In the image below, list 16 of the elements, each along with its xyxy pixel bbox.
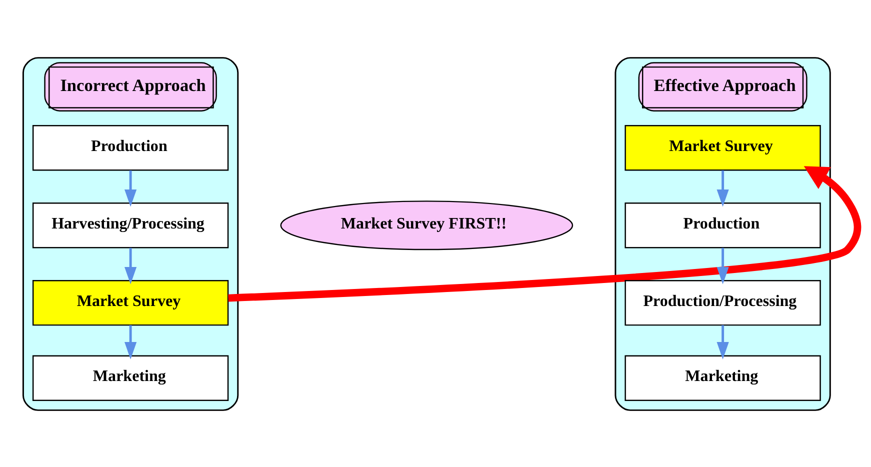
arrow (124, 324, 137, 359)
node-box: Marketing (32, 354, 229, 400)
arrow (124, 247, 137, 284)
arrow (228, 166, 862, 302)
arrow (716, 170, 729, 206)
node-ellipse: Market Survey FIRST!! (280, 200, 574, 250)
node-box: Marketing (624, 354, 821, 400)
node-box: Production (624, 202, 821, 248)
node-box: Harvesting/Processing (32, 202, 229, 248)
node-box: Production/Processing (624, 280, 821, 326)
arrow (716, 247, 729, 284)
node-box: Market Survey (32, 280, 229, 326)
arrow (716, 324, 729, 359)
node-box: Production (32, 124, 229, 170)
node-box: Market Survey (624, 124, 821, 170)
arrow (124, 170, 137, 206)
